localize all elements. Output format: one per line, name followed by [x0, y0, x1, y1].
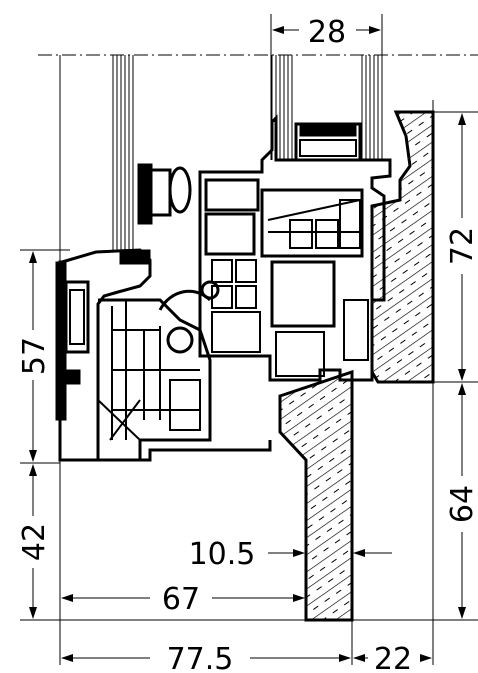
glass-spacer [294, 122, 362, 162]
dimension-lines [29, 26, 466, 662]
dim-depth-67: 67 [162, 582, 200, 617]
dim-offset: 10.5 [189, 537, 256, 572]
dim-overall-width: 77.5 [167, 642, 234, 673]
dim-sash-height: 57 [17, 337, 52, 375]
wood-cover-upper [370, 110, 435, 384]
dim-sill-height: 64 [445, 485, 478, 523]
dim-glass-width: 28 [308, 15, 346, 50]
dim-lower-height: 42 [17, 523, 52, 561]
glass-panes [112, 55, 379, 250]
dim-frame-height: 72 [445, 227, 478, 265]
wood-sill [278, 369, 354, 622]
glazing-bead [119, 163, 192, 265]
frame-profile [158, 114, 392, 382]
dim-cover-width: 22 [374, 642, 412, 673]
